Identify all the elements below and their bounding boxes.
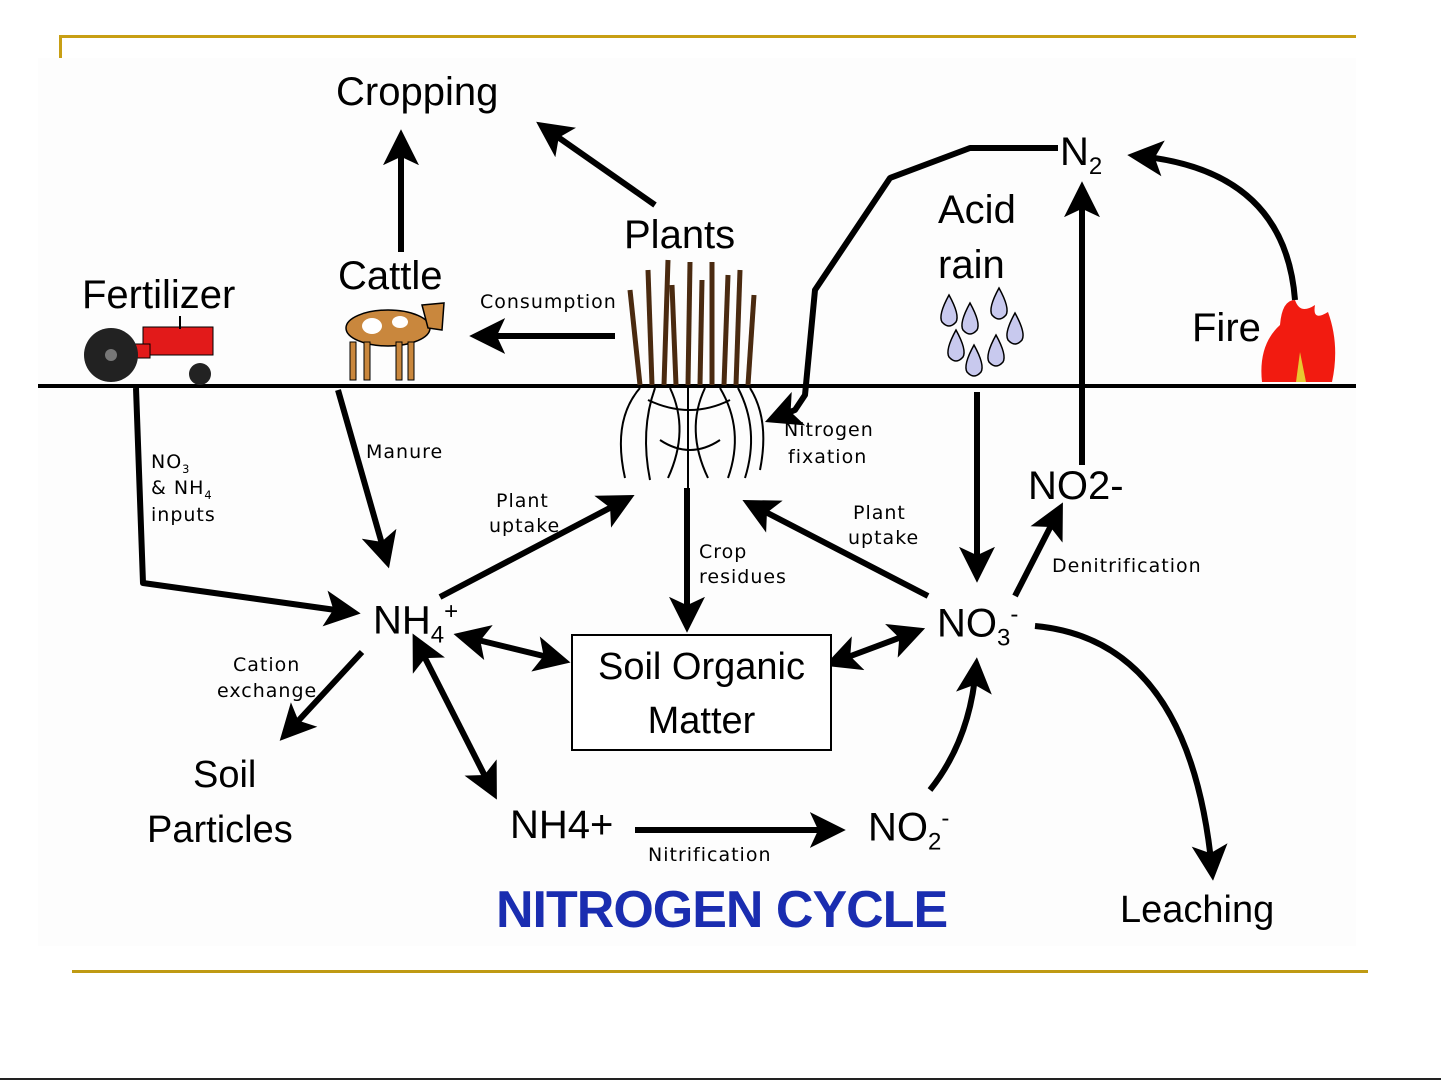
arrow-nh4-som — [453, 625, 571, 672]
node-no3: NO3- — [937, 603, 1018, 650]
label-manure: Manure — [366, 441, 444, 463]
arrow-cation-exchange — [279, 649, 365, 741]
slide-frame-left — [59, 35, 62, 59]
cow-icon — [345, 302, 445, 381]
label-inputs-line1: NO3 — [151, 450, 190, 482]
inputs-nh-sub: 4 — [204, 487, 213, 502]
no2-lower-subscript: 2 — [928, 828, 942, 856]
slide-frame-top — [59, 35, 1356, 38]
no2-lower-text: NO — [868, 805, 928, 850]
arrow-no3-som — [824, 623, 926, 671]
arrow-denitrification — [1012, 502, 1063, 598]
label-nitrogen-fixation-1: Nitrogen — [784, 419, 874, 441]
node-nh4: NH4+ — [373, 600, 458, 647]
node-no2-upper: NO2- — [1028, 464, 1124, 508]
arrow-fertilizer-inputs — [133, 387, 361, 627]
label-nitrification: Nitrification — [648, 844, 772, 866]
inputs-no-sub: 3 — [182, 461, 191, 476]
label-plant-uptake-left-1: Plant — [496, 490, 549, 512]
label-cation-exchange-1: Cation — [233, 654, 301, 676]
node-acid-rain-line1: Acid — [938, 188, 1016, 232]
no3-superscript: - — [1010, 601, 1019, 628]
arrow-no3-plant-uptake — [742, 500, 930, 599]
arrow-manure — [335, 389, 397, 569]
arrow-nh4-nh4lower — [412, 633, 497, 800]
node-plants: Plants — [624, 213, 736, 257]
label-plant-uptake-right-1: Plant — [853, 502, 906, 524]
node-nh4-lower: NH4+ — [510, 803, 614, 847]
arrow-nh4-plant-uptake — [438, 494, 635, 600]
n2-text: N — [1060, 130, 1089, 174]
diagram-title: NITROGEN CYCLE — [496, 881, 948, 939]
node-soil-particles-line2: Particles — [147, 809, 293, 851]
nh4-text: NH — [373, 598, 431, 643]
label-cation-exchange-2: exchange — [217, 680, 318, 702]
label-denitrification: Denitrification — [1052, 555, 1202, 577]
nh4-superscript: + — [444, 598, 459, 625]
node-fertilizer: Fertilizer — [82, 273, 236, 317]
soil-organic-matter-line2: Matter — [647, 700, 756, 742]
window-bottom-edge — [0, 1078, 1441, 1080]
arrow-no2-to-no3 — [927, 657, 992, 792]
label-consumption: Consumption — [480, 291, 617, 313]
node-cropping: Cropping — [336, 70, 499, 114]
label-crop-residues-1: Crop — [699, 541, 748, 563]
node-fire: Fire — [1192, 306, 1261, 350]
label-crop-residues-2: residues — [699, 566, 787, 588]
no3-text: NO — [937, 601, 997, 646]
node-no2-lower: NO2- — [868, 807, 949, 854]
raindrops-icon — [940, 286, 1024, 377]
fire-icon — [1261, 300, 1336, 382]
slide-frame-bottom — [72, 970, 1368, 973]
tractor-icon — [84, 316, 214, 385]
node-leaching: Leaching — [1120, 889, 1275, 931]
soil-organic-matter-box: Soil Organic Matter — [571, 634, 832, 751]
arrow-nitrogen-fixation — [764, 145, 1058, 426]
inputs-no-text: NO — [151, 451, 183, 473]
label-nitrogen-fixation-2: fixation — [788, 446, 868, 468]
label-inputs-line3: inputs — [151, 504, 216, 526]
label-plant-uptake-left-2: uptake — [489, 515, 561, 537]
label-inputs-line2: & NH4 — [151, 476, 213, 508]
arrow-fire-to-n2 — [1127, 140, 1298, 301]
diagram-panel — [38, 58, 1356, 946]
no3-subscript: 3 — [997, 624, 1011, 652]
arrow-plants-to-cropping — [536, 121, 657, 208]
plants-icon — [627, 259, 757, 386]
nh4-subscript: 4 — [430, 621, 445, 649]
n2-subscript: 2 — [1088, 153, 1103, 180]
node-soil-particles-line1: Soil — [193, 754, 257, 796]
label-plant-uptake-right-2: uptake — [848, 527, 920, 549]
node-cattle: Cattle — [338, 254, 443, 298]
arrow-leaching — [1034, 623, 1228, 881]
node-n2: N2 — [1060, 132, 1102, 179]
roots-icon — [619, 387, 765, 488]
inputs-nh-text: & NH — [151, 477, 205, 499]
node-acid-rain-line2: rain — [938, 243, 1005, 287]
soil-organic-matter-line1: Soil Organic — [598, 646, 805, 688]
no2-lower-superscript: - — [941, 805, 950, 832]
